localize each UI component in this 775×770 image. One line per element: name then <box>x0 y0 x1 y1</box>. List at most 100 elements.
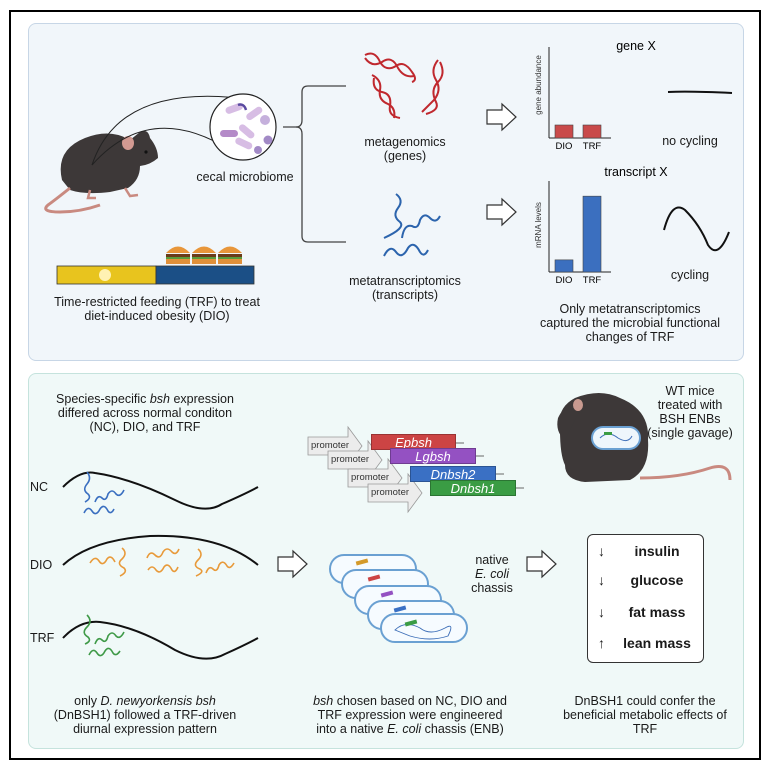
right-caption-2: beneficial metabolic effects of <box>563 708 727 722</box>
gene-backbones <box>455 442 524 489</box>
panel-metaomics <box>28 23 744 361</box>
condition-label-dio: DIO <box>30 558 53 572</box>
tick-label: TRF <box>583 141 602 152</box>
arrow-down-icon: ↓ <box>598 543 605 559</box>
conclusion-1: Only metatranscriptomics <box>559 302 701 316</box>
trf-transcripts-icon <box>83 614 125 657</box>
right-caption-3: TRF <box>632 722 658 736</box>
metatranscriptomics-sublabel: (transcripts) <box>372 288 438 302</box>
microbiome-icon <box>209 93 277 161</box>
text-fragment: into a native <box>316 722 388 736</box>
gene-inserts <box>355 558 418 627</box>
mice-label-3: BSH ENBs <box>659 412 721 426</box>
arrow-to-transcript-chart <box>486 197 517 227</box>
dna-icon <box>364 52 444 119</box>
middle-caption-1: bsh chosen based on NC, DIO and <box>290 694 530 708</box>
text-fragment: E. coli <box>387 722 422 736</box>
chassis-label-1: native <box>475 553 509 567</box>
outcome-label: glucose <box>630 572 684 588</box>
arrow-up-icon: ↑ <box>598 635 605 651</box>
ecoli-chassis-icon <box>329 554 468 643</box>
bracket-top <box>283 85 346 128</box>
bracket-bottom <box>295 126 346 243</box>
feeding-caption-1: Time-restricted feeding (TRF) to treat <box>54 295 260 309</box>
outcome-label: fat mass <box>628 604 686 620</box>
species-caption-3: (NC), DIO, and TRF <box>89 420 201 434</box>
bar-trf <box>582 195 602 273</box>
cycling-label: cycling <box>670 268 710 282</box>
mice-label-4: (single gavage) <box>647 426 733 440</box>
left-caption-2: (DnBSH1) followed a TRF-driven <box>53 708 237 722</box>
chart-title: transcript X <box>604 165 668 179</box>
mice-label-1: WT mice <box>665 384 715 398</box>
bar-trf <box>582 124 602 139</box>
dio-transcripts-icon <box>89 547 235 577</box>
trf-curve <box>62 620 259 660</box>
arrow-down-icon: ↓ <box>598 572 605 588</box>
promoter-arrows <box>307 425 423 514</box>
arrow-down-icon: ↓ <box>598 604 605 620</box>
arrow-to-outcomes <box>526 549 557 579</box>
conclusion-2: captured the microbial functional <box>540 316 720 330</box>
rna-icon <box>383 193 441 257</box>
arrow-to-engineering <box>277 549 308 579</box>
text-fragment: bsh <box>313 694 334 708</box>
promoter-label: promoter <box>351 472 390 483</box>
bar-dio <box>554 259 574 273</box>
middle-caption-2: TRF expression were engineered <box>317 708 503 722</box>
chart-title: gene X <box>616 39 656 53</box>
gene-box-lgbsh: Lgbsh <box>390 448 476 464</box>
plasmid-loops <box>394 624 452 640</box>
transcript-x-chart: transcript X mRNA levels DIO TRF <box>534 165 668 286</box>
metagenomics-label: metagenomics <box>364 135 446 149</box>
text-fragment: chosen based on NC, DIO and <box>333 694 507 708</box>
metagenomics-sublabel: (genes) <box>383 149 427 163</box>
night-bar <box>155 265 255 285</box>
bar-dio <box>554 124 574 139</box>
text-fragment: bsh <box>149 392 170 406</box>
burger-icons <box>166 246 242 264</box>
mouse-icon <box>44 130 158 214</box>
mice-label-2: treated with <box>657 398 723 412</box>
condition-label-trf: TRF <box>30 631 55 645</box>
arrow-to-gene-chart <box>486 102 517 132</box>
promoter-label: promoter <box>331 454 370 465</box>
text-fragment: D. newyorkensis bsh <box>100 694 216 708</box>
middle-caption-3: into a native E. coli chassis (ENB) <box>290 722 530 736</box>
outcomes-box: ↓insulin ↓glucose ↓fat mass ↑lean mass <box>587 534 704 663</box>
feeding-caption-2: diet-induced obesity (DIO) <box>84 309 230 323</box>
sun-icon <box>99 269 111 281</box>
y-axis-label: gene abundance <box>534 55 543 115</box>
right-caption-1: DnBSH1 could confer the <box>574 694 716 708</box>
no-cycling-label: no cycling <box>662 134 718 148</box>
chassis-label-2: E. coli <box>474 567 510 581</box>
tick-label: DIO <box>556 141 573 152</box>
treated-mouse-icon <box>557 393 732 482</box>
gene-box-dnbsh1: Dnbsh1 <box>430 480 516 496</box>
nc-curve <box>62 471 259 510</box>
text-fragment: chassis (ENB) <box>421 722 504 736</box>
tick-label: DIO <box>556 275 573 286</box>
outcome-label: lean mass <box>623 635 691 651</box>
chassis-label-3: chassis <box>471 581 513 595</box>
conclusion-3: changes of TRF <box>585 330 675 344</box>
text-fragment: expression <box>170 392 234 406</box>
metatranscriptomics-label: metatranscriptomics <box>349 274 461 288</box>
text-fragment: Species-specific <box>56 392 150 406</box>
condition-label-nc: NC <box>30 480 49 494</box>
nc-transcripts-icon <box>83 471 125 515</box>
left-caption-1: only D. newyorkensis bsh <box>30 694 260 708</box>
dio-curve <box>62 534 259 566</box>
cycling-sine <box>663 206 730 252</box>
y-axis-label: mRNA levels <box>534 202 543 248</box>
tick-label: TRF <box>583 275 602 286</box>
species-caption-2: differed across normal conditon <box>57 406 233 420</box>
promoter-label: promoter <box>311 440 350 451</box>
microbiome-label: cecal microbiome <box>196 170 294 184</box>
gene-x-chart: gene X gene abundance DIO TRF <box>534 39 656 152</box>
no-cycling-line <box>667 90 733 94</box>
left-caption-3: diurnal expression pattern <box>73 722 217 736</box>
